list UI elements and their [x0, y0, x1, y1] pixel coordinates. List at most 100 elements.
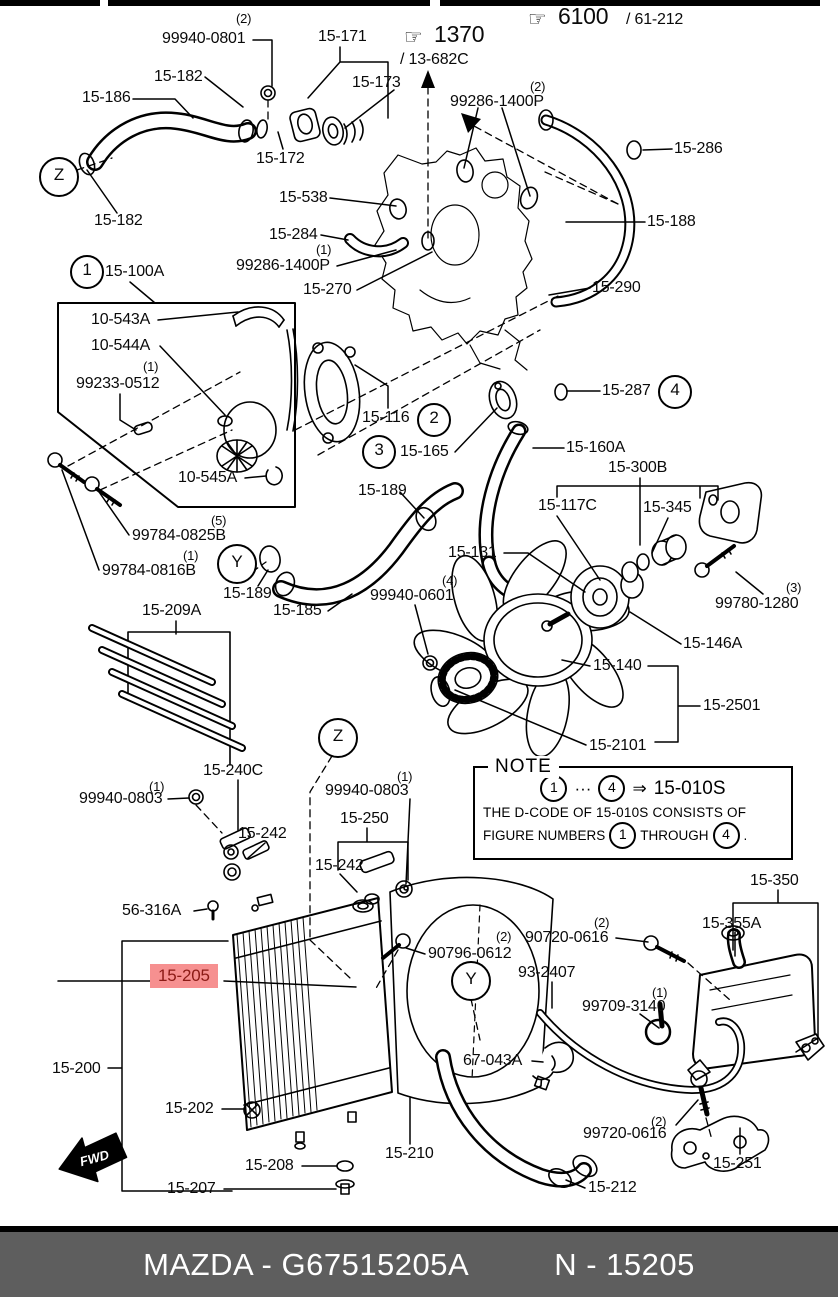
part-label: 15-2101: [589, 737, 647, 754]
reservoir-group: [687, 925, 825, 1081]
part-label: (2): [530, 79, 546, 94]
footer-part-code: MAZDA - G67515205A: [143, 1246, 470, 1282]
figure-circle-1: 1: [540, 775, 568, 802]
part-label: (2): [594, 915, 610, 930]
part-label: 15-173: [352, 74, 401, 91]
part-label: (3): [786, 580, 802, 595]
part-label: 90720-0616: [525, 929, 609, 946]
implies-arrow: ⇒: [632, 778, 647, 798]
part-label: 15-146A: [683, 635, 743, 652]
part-label: 15-350: [750, 872, 799, 889]
note-body3-mid: THROUGH: [640, 828, 709, 843]
figure-circle-4: 4: [658, 375, 692, 409]
part-label: (1): [143, 359, 159, 374]
part-label: 15-210: [385, 1145, 434, 1162]
part-label: 15-188: [647, 213, 696, 230]
note-title: NOTE: [488, 756, 559, 778]
pointing-hand-icon: ☞: [528, 8, 547, 31]
part-label: 99233-0512: [76, 375, 160, 392]
part-label: 1370: [434, 21, 485, 47]
water-pump-box-group: [57, 302, 299, 508]
part-label: 15-172: [256, 150, 305, 167]
leader-lines: [57, 39, 819, 1192]
part-label: 15-207: [167, 1180, 216, 1197]
part-label: 15-116: [362, 409, 410, 426]
part-label: (5): [211, 513, 227, 528]
part-label: (1): [397, 769, 413, 784]
part-label: 15-538: [279, 189, 328, 206]
part-label: 99784-0816B: [102, 562, 196, 579]
view-circle-y: Y: [451, 961, 491, 1001]
part-label: (2): [651, 1114, 667, 1129]
part-label: (2): [496, 929, 512, 944]
highlighted-part-label: 15-205: [150, 964, 218, 988]
part-label: 67-043A: [463, 1052, 523, 1069]
part-label: 15-286: [674, 140, 723, 157]
part-label: 15-171: [318, 28, 367, 45]
part-label: 15-160A: [566, 439, 626, 456]
part-label: 15-2501: [703, 697, 761, 714]
hose-clamp-67043A: [532, 1041, 575, 1091]
part-label: 99286-1400P: [236, 257, 330, 274]
part-label: 15-189: [223, 585, 272, 602]
lower-rad-hose-group: [435, 1049, 598, 1188]
figure-circle-4: 4: [712, 822, 740, 849]
part-label: 15-345: [643, 499, 692, 516]
part-label: 15-182: [94, 212, 143, 229]
lower-hose-group: [259, 482, 464, 607]
engine-block-outline: [374, 147, 533, 371]
part-label: 99940-0803: [79, 790, 163, 807]
part-label: (1): [652, 985, 668, 1000]
dashed-arrowheads: [421, 70, 481, 133]
part-label: 99940-0803: [325, 782, 409, 799]
part-label: 15-202: [165, 1100, 214, 1117]
part-label: 99940-0801: [162, 30, 246, 47]
dashed-lines: [67, 84, 731, 1141]
note-rule-line: 1 ··· 4 ⇒ 15-010S: [475, 775, 791, 802]
fan-group: [413, 540, 630, 758]
upper-hose-group: [78, 85, 364, 176]
part-label: 15-251: [713, 1155, 762, 1172]
overflow-hose-group: [536, 1009, 746, 1094]
part-label: 15-117C: [538, 497, 597, 514]
part-label: 56-316A: [122, 902, 182, 919]
note-box: NOTE 1 ··· 4 ⇒ 15-010S THE D-CODE OF 15-…: [473, 756, 793, 860]
part-label: 99784-0825B: [132, 527, 226, 544]
part-label: 15-208: [245, 1157, 294, 1174]
part-label: 99709-3140: [582, 998, 666, 1015]
note-dots: ···: [574, 778, 592, 798]
part-label: 15-240C: [203, 762, 263, 779]
figure-circle-2: 2: [417, 403, 451, 437]
part-label: 15-284: [269, 226, 318, 243]
fan-clutch-gear: [430, 651, 499, 708]
part-label: 90796-0612: [428, 945, 512, 962]
part-label: 15-287: [602, 382, 651, 399]
footer-caption-bar: MAZDA - G67515205A N - 15205: [0, 1226, 838, 1297]
part-label: 15-131: [448, 544, 497, 561]
bolt-99784-group: [47, 452, 122, 507]
figure-circle-1: 1: [609, 822, 637, 849]
part-label: (1): [149, 779, 165, 794]
part-label: 15-355A: [702, 915, 762, 932]
gasket-group: [303, 341, 568, 444]
part-label: 15-270: [303, 281, 352, 298]
note-body3-pre: FIGURE NUMBERS: [483, 828, 606, 843]
note-code: 15-010S: [653, 777, 726, 799]
part-label: / 61-212: [626, 11, 684, 28]
part-label: 15-165: [400, 443, 449, 460]
part-label: 99780-1280: [715, 595, 799, 612]
part-label: 15-200: [52, 1060, 101, 1077]
part-label: 15-186: [82, 89, 131, 106]
part-label: 99286-1400P: [450, 93, 544, 110]
view-circle-z: Z: [39, 157, 79, 197]
insulator-strips-group: [88, 624, 246, 766]
part-label: 15-242: [315, 857, 364, 874]
part-label: (4): [442, 573, 458, 588]
part-label: 6100: [558, 3, 609, 29]
pump-hub-group: [541, 481, 763, 632]
heater-pipe-group: [344, 109, 642, 308]
part-label: 15-140: [593, 657, 642, 674]
fwd-arrow: FWD: [58, 1132, 128, 1183]
